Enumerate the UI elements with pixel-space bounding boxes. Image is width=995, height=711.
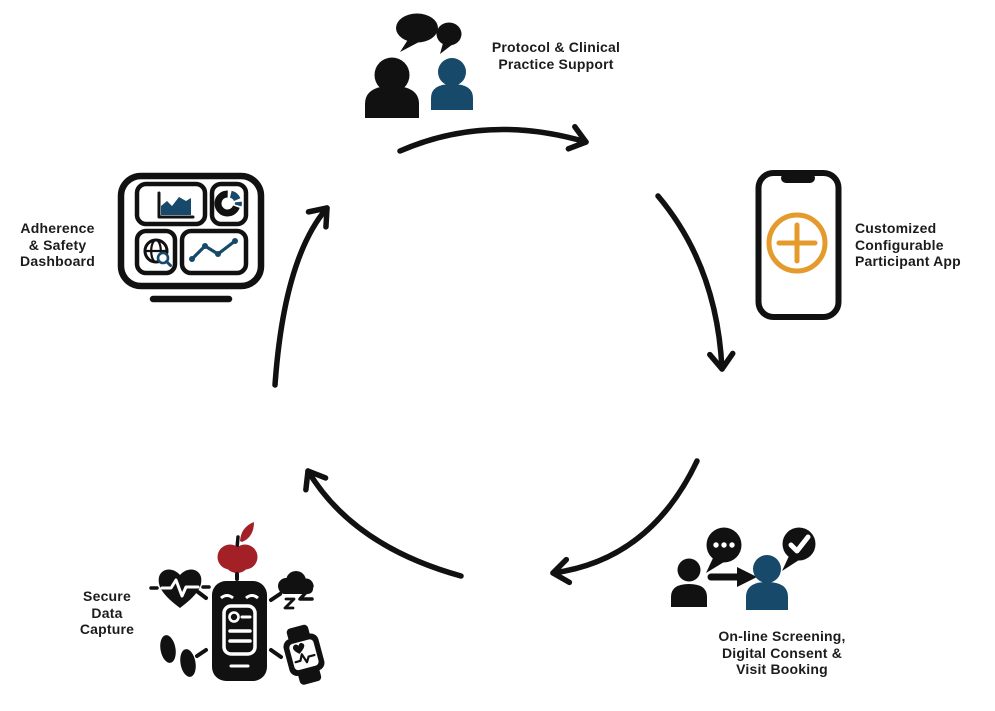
magnifier-handle [165,260,172,267]
label-adherence-dashboard: Adherence & Safety Dashboard [5,220,110,270]
donut-chart-icon [209,181,249,227]
dashboard-icon [117,172,265,303]
typing-dot [721,542,727,548]
speech-bubble-small-tail [440,43,453,54]
label-line: Secure [83,588,131,604]
check-glyph [788,534,811,554]
smartwatch-icon [283,624,325,685]
line-point [215,251,221,257]
secure-data-capture-icon [149,522,325,685]
label-protocol-clinical-support: Protocol & Clinical Practice Support [466,39,646,72]
area-series [161,197,191,215]
cycle-arrow-capture-to-dashboard [303,468,464,579]
footprint [160,635,176,663]
screening-consent-icon [671,527,816,610]
speech-bubble-tail [400,38,419,52]
people-chat-icon [365,13,473,118]
typing-bubble-tail [706,558,724,573]
globe-search-icon [134,228,178,276]
participant-app-phone-icon [755,170,842,320]
label-online-screening: On-line Screening, Digital Consent & Vis… [697,628,867,678]
label-line: Adherence [20,220,95,236]
person-head [374,57,410,93]
cycle-arrow-protocol-to-app [397,124,589,154]
area-chart-icon [134,181,208,227]
cycle-arrow-app-to-screening [655,193,736,372]
donut-blue [229,190,241,202]
typing-dot [729,542,735,548]
check-bubble-tail [782,556,799,571]
cycle-arrow-screening-to-capture [550,458,700,586]
label-line: Configurable [855,236,944,253]
footprint [180,649,196,677]
ray [269,592,282,602]
label-line: & Safety [28,236,87,253]
cycle-arrow-dashboard-to-protocol [272,205,330,388]
axis [157,191,195,219]
apple-body [224,547,250,573]
person-blue-body [431,84,473,110]
ray [195,648,208,658]
diary-phone-icon [212,581,267,681]
apple-icon [217,522,258,573]
line-chart-icon [179,228,249,276]
donut-black [214,190,240,217]
form-avatar [228,611,240,623]
label-line: Digital Consent & [721,644,843,661]
z-small [283,597,296,610]
cycle-arrows [272,124,736,586]
ray [269,648,283,659]
label-line: On-line Screening, [718,628,846,644]
person-blue-head [753,555,781,583]
phone-notch [781,173,815,183]
label-line: Data [91,604,123,621]
label-participant-app: Customized Configurable Participant App [855,220,985,270]
line-point [202,243,208,249]
plus-glyph [776,222,818,264]
label-line: Participant App [855,253,961,269]
person-blue-body [746,582,788,610]
arrow-right-head [737,567,757,587]
speech-bubble-small-icon [436,22,462,46]
footprints-icon [160,635,196,677]
apple-stem [235,535,240,550]
radiating-dashes [195,590,283,659]
label-line: Protocol & Clinical [491,39,621,55]
line-series [190,239,237,261]
label-line: Visit Booking [736,661,828,677]
line-point [232,238,238,244]
person-blue-head [438,58,466,86]
person-body [365,86,419,118]
heart-pulse-icon [149,569,211,608]
ray [196,590,208,600]
apple-leaf [240,522,254,542]
phone-brow-right [245,594,259,600]
typing-dot [713,542,719,548]
person-body [671,584,707,607]
label-line: Practice Support [498,55,614,72]
label-line: Customized [855,220,937,236]
watch-heart [292,643,305,654]
z-large [298,584,314,601]
label-secure-data-capture: Secure Data Capture [57,588,157,638]
sleep-cloud-icon [278,571,314,610]
watch-pulse [294,653,316,664]
speech-bubble-icon [396,13,438,43]
person-head [677,558,701,582]
phone-form [222,604,257,656]
line-point [189,256,195,262]
label-line: Dashboard [20,253,95,269]
label-line: Capture [79,621,135,637]
check-bubble-icon [782,527,816,561]
plus-circle-icon [766,212,828,274]
pulse-line [160,578,200,598]
phone-brow-left [220,594,234,600]
